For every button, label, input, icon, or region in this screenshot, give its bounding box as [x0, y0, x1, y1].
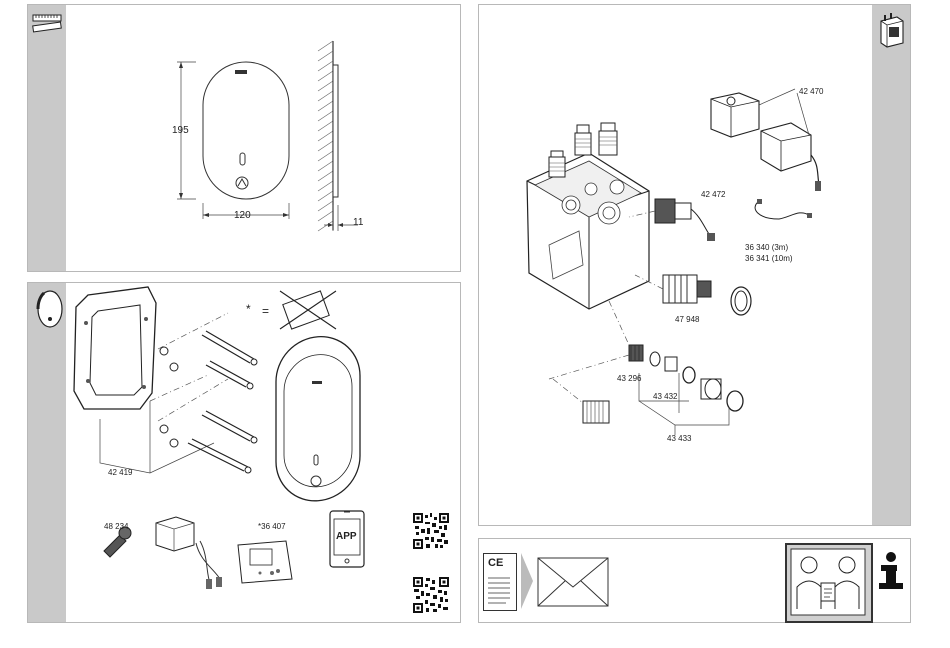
remote-part-label: *36 407: [258, 523, 286, 531]
qr-code-bottom[interactable]: [413, 577, 449, 613]
exploded-view-panel: 42 470 42 472 36 340 (3m) 36 341 (10m) 4…: [478, 4, 911, 526]
star-symbol: *: [246, 303, 251, 315]
width-dimension-label: 120: [234, 211, 251, 221]
info-icon[interactable]: [875, 551, 905, 591]
power-unit-part-label: 42 470: [799, 88, 823, 96]
frame-part-label: 42 419: [108, 469, 132, 477]
arrow-right-icon: [519, 551, 535, 611]
qr-code-top-pattern: [413, 513, 449, 549]
app-label: APP: [336, 532, 357, 542]
plate-front-drawing: [28, 5, 462, 273]
ce-mark: CE: [488, 558, 503, 569]
exploded-view-drawing: [479, 5, 912, 527]
qr-code-top[interactable]: [413, 513, 449, 549]
equals-symbol: =: [262, 305, 269, 317]
dimensions-panel: 195 120 11: [27, 4, 461, 272]
installation-drawing: [28, 283, 462, 624]
cartridge-part-label: 47 948: [675, 316, 699, 324]
key-part-label: 48 234: [104, 523, 128, 531]
installation-panel: * = 42 419 48 234 *36 407 APP: [27, 282, 461, 623]
cable-3m-part-label: 36 340 (3m): [745, 244, 788, 252]
service-illustration[interactable]: [785, 543, 873, 623]
envelope-icon[interactable]: [537, 557, 609, 607]
filter-part-label: 43 296: [617, 375, 641, 383]
qr-code-bottom-pattern: [413, 577, 449, 613]
ce-document[interactable]: CE: [483, 553, 517, 611]
service-people-icon: [791, 549, 865, 615]
cable-10m-part-label: 36 341 (10m): [745, 255, 793, 263]
document-lines: [488, 576, 512, 606]
solenoid-part-label: 42 472: [701, 191, 725, 199]
depth-dimension-label: 11: [353, 218, 363, 228]
nipple-part-label: 43 432: [653, 393, 677, 401]
valve-set-part-label: 43 433: [667, 435, 691, 443]
footer-panel: CE: [478, 538, 911, 623]
height-dimension-label: 195: [172, 126, 189, 136]
